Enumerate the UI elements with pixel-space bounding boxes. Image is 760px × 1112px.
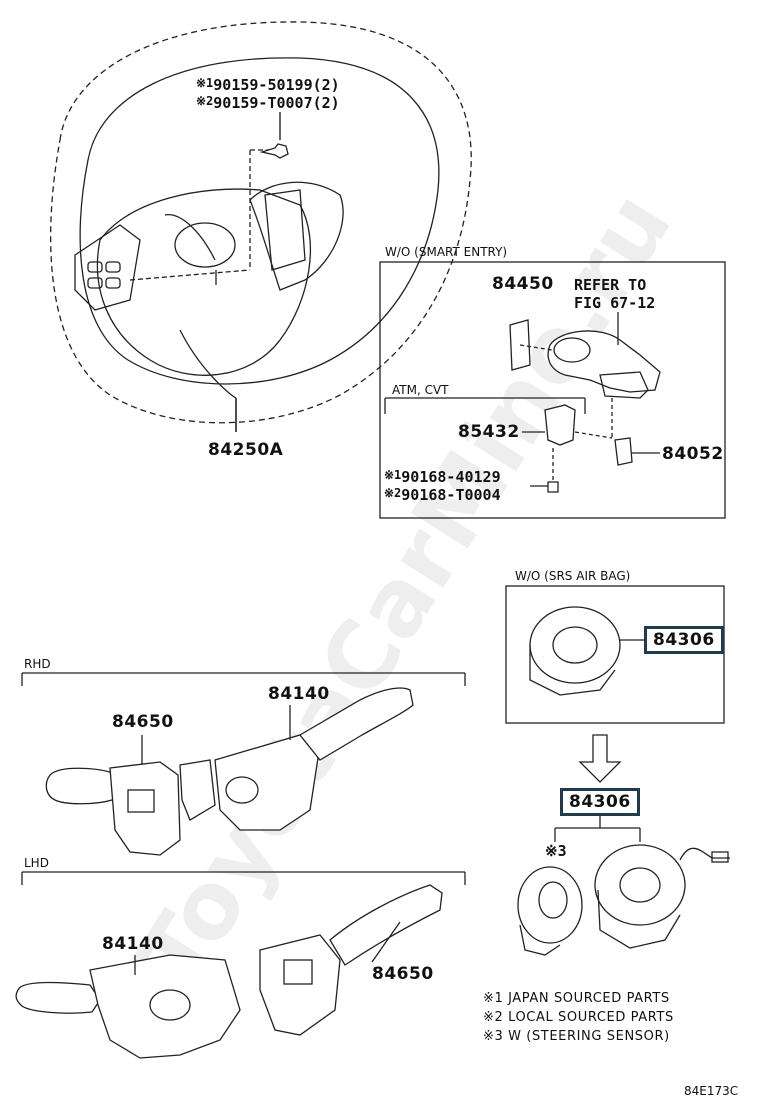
wheel-bolt-japan-label: ※190159-50199(2) [196, 76, 340, 94]
screw-local-part: 90168-T0004 [401, 486, 501, 504]
japan-mark: ※1 [196, 76, 214, 90]
lhd-switch-drawings [15, 884, 443, 1059]
screw-local-label: ※290168-T0004 [384, 486, 501, 504]
steering-wheel-part-label[interactable]: 84250A [208, 440, 284, 460]
key-cylinder-drawing [384, 312, 661, 493]
legend-steering-sensor: ※3 W (STEERING SENSOR) [483, 1029, 670, 1044]
spiral-cable-drawing-bottom [517, 844, 730, 956]
refer-to-label: REFER TO [574, 276, 647, 294]
wheel-bolt-local-part: 90159-T0007(2) [213, 94, 340, 112]
rhd-part-84140-label[interactable]: 84140 [268, 684, 330, 704]
wheel-bolt-local-label: ※290159-T0007(2) [196, 94, 340, 112]
srs-box-frame [505, 585, 725, 724]
screw-japan-mark: ※1 [384, 468, 402, 482]
part-85432-label[interactable]: 85432 [458, 422, 520, 442]
lhd-part-84140-label[interactable]: 84140 [102, 934, 164, 954]
legend-local: ※2 LOCAL SOURCED PARTS [483, 1010, 674, 1025]
figure-code: 84E173C [684, 1084, 739, 1098]
rhd-switch-drawings [45, 687, 414, 856]
smart-entry-caption: W/O (SMART ENTRY) [385, 245, 508, 259]
rhd-part-84650-label[interactable]: 84650 [112, 712, 174, 732]
local-mark: ※2 [196, 94, 214, 108]
rhd-caption: RHD [24, 657, 51, 671]
lhd-part-84650-label[interactable]: 84650 [372, 964, 434, 984]
steering-sensor-mark: ※3 [545, 842, 567, 860]
lhd-caption: LHD [24, 856, 49, 870]
atm-cvt-caption: ATM, CVT [392, 383, 449, 397]
srs-caption: W/O (SRS AIR BAG) [515, 569, 631, 583]
part-84306-top-label[interactable]: 84306 [644, 626, 724, 654]
smart-entry-box-frame [379, 261, 726, 519]
part-84052-label[interactable]: 84052 [662, 444, 724, 464]
steering-wheel-drawing [50, 21, 472, 432]
screw-local-mark: ※2 [384, 486, 402, 500]
screw-japan-part: 90168-40129 [401, 468, 501, 486]
part-84306-bottom-label[interactable]: 84306 [560, 788, 640, 816]
screw-japan-label: ※190168-40129 [384, 468, 501, 486]
part-84450-label[interactable]: 84450 [492, 274, 554, 294]
legend-japan: ※1 JAPAN SOURCED PARTS [483, 991, 670, 1006]
spiral-cable-drawing-top [529, 606, 645, 696]
refer-fig-label[interactable]: FIG 67-12 [574, 294, 656, 312]
down-arrow [578, 734, 622, 783]
wheel-bolt-japan-part: 90159-50199(2) [213, 76, 340, 94]
